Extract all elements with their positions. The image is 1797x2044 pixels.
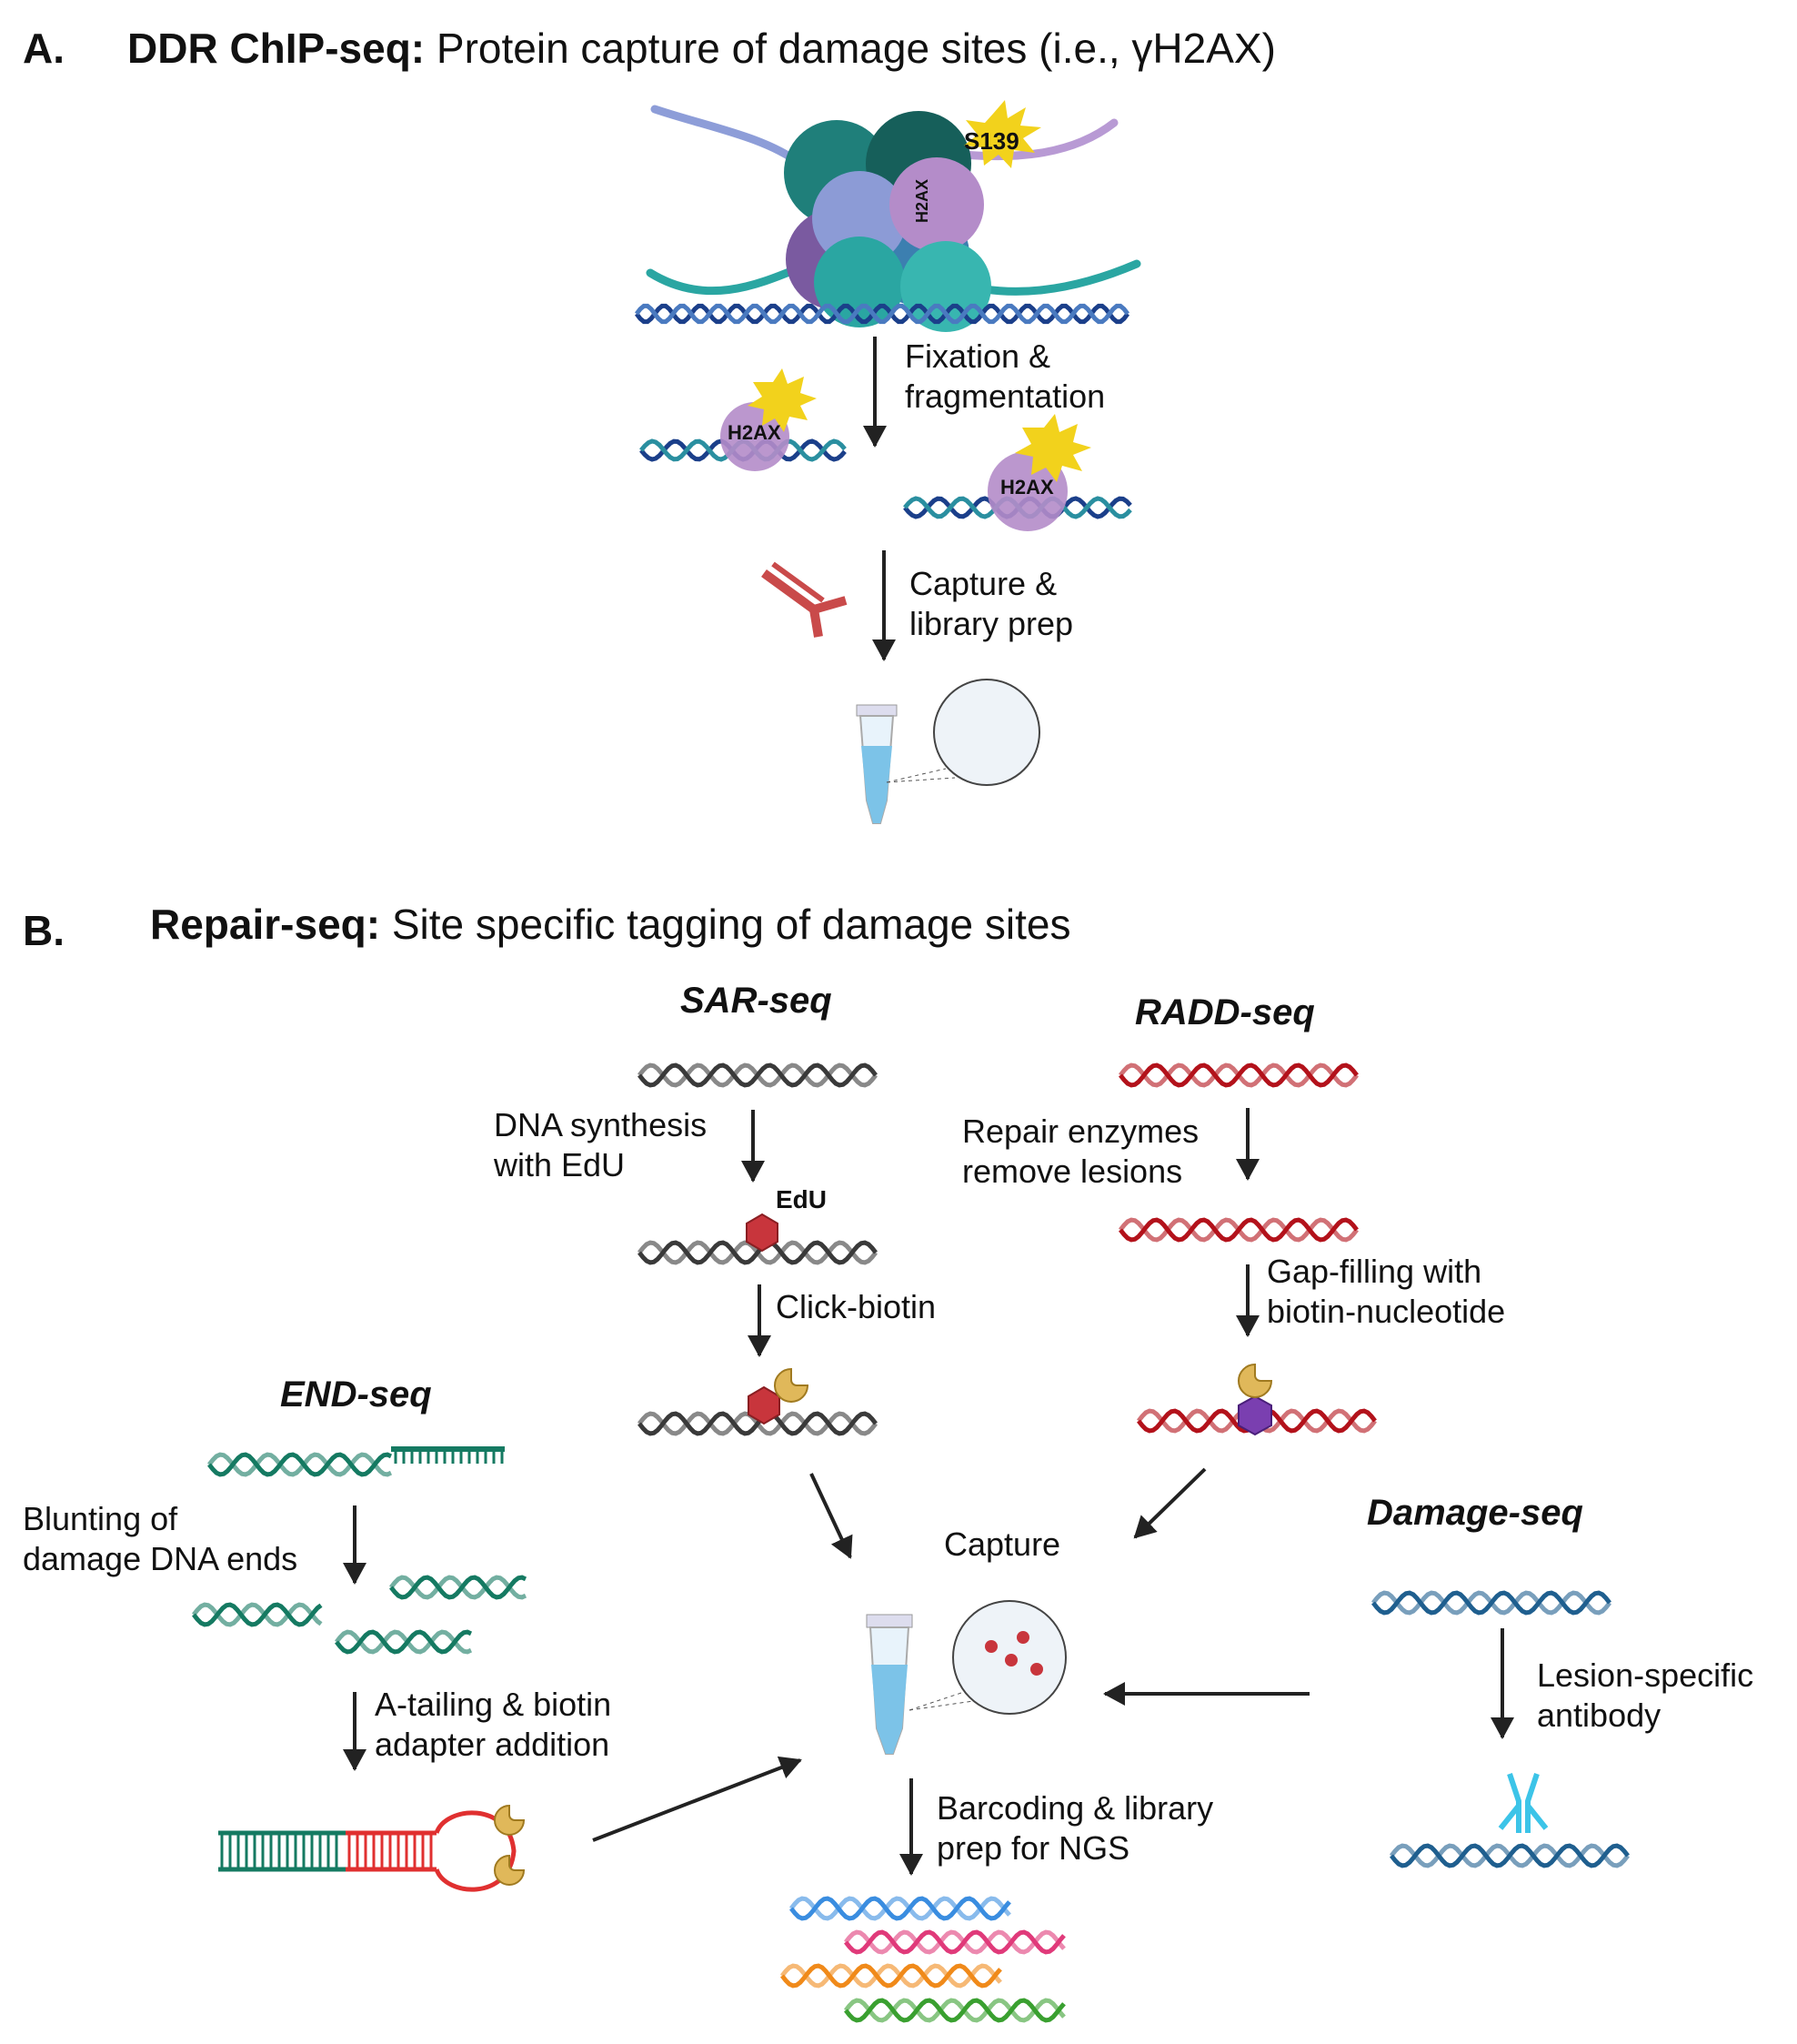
- tube-icon-a: [856, 679, 1040, 824]
- panel-a-title: DDR ChIP-seq: Protein capture of damage …: [127, 27, 1276, 69]
- radd-step2: Gap-filling with biotin-nucleotide: [1267, 1252, 1505, 1332]
- ngs-reads: [780, 1896, 1066, 2023]
- end-step2: A-tailing & biotin adapter addition: [375, 1685, 611, 1765]
- sar-dna-2: [637, 1240, 878, 1265]
- phospho-burst-icon: [964, 100, 1041, 168]
- radd-dna-2: [1119, 1217, 1359, 1243]
- damage-seq-heading: Damage-seq: [1367, 1493, 1583, 1533]
- histone-label-top: H2AX: [913, 178, 932, 224]
- arrow-sar-to-capture: [809, 1473, 853, 1559]
- radd-step1-line2: remove lesions: [962, 1153, 1183, 1190]
- end-step2-line2: adapter addition: [375, 1726, 610, 1763]
- end-step1-line1: Blunting of: [23, 1500, 178, 1537]
- damage-step1-line1: Lesion-specific: [1537, 1656, 1754, 1694]
- step-a2-line2: library prep: [909, 605, 1074, 642]
- sar-step2: Click-biotin: [776, 1288, 937, 1325]
- edu-hexagon-icon: [746, 1213, 778, 1253]
- end-step2-line1: A-tailing & biotin: [375, 1686, 612, 1723]
- fragment-2: [903, 414, 1132, 531]
- damage-dna-1: [1371, 1590, 1611, 1616]
- radd-step2-line1: Gap-filling with: [1267, 1253, 1482, 1290]
- tube-icon-b: [866, 1600, 1067, 1755]
- final-step: Barcoding & library prep for NGS: [937, 1788, 1213, 1868]
- sar-dna-3: [637, 1411, 878, 1436]
- panel-b-title-rest: Site specific tagging of damage sites: [380, 901, 1071, 948]
- radd-step1-line1: Repair enzymes: [962, 1113, 1200, 1150]
- panel-a-letter: A.: [23, 25, 65, 72]
- damage-step1: Lesion-specific antibody: [1537, 1656, 1753, 1736]
- panel-b-title: Repair-seq: Site specific tagging of dam…: [150, 903, 1071, 945]
- phospho-label: S139: [964, 127, 1019, 155]
- panel-a-title-bold: DDR ChIP-seq:: [127, 25, 426, 72]
- capture-label: Capture: [944, 1525, 1061, 1563]
- end-step1-line2: damage DNA ends: [23, 1540, 298, 1577]
- step-a1-line2: fragmentation: [905, 378, 1106, 415]
- end-step1: Blunting of damage DNA ends: [23, 1499, 297, 1579]
- step-a1: Fixation & fragmentation: [905, 337, 1105, 417]
- final-step-line2: prep for NGS: [937, 1829, 1130, 1867]
- sar-step1-line1: DNA synthesis: [494, 1106, 708, 1143]
- end-dna-2: [192, 1575, 527, 1655]
- nucleosome-illustration: [646, 105, 1141, 332]
- fragment-1: [639, 368, 847, 471]
- histone-label-frag2: H2AX: [1000, 476, 1054, 498]
- lesion-antibody-icon: [1498, 1773, 1549, 1833]
- sar-step1: DNA synthesis with EdU: [494, 1105, 707, 1185]
- chip-dna-helix: [635, 303, 1129, 325]
- sar-dna-1: [637, 1062, 878, 1088]
- arrow-radd-to-capture: [1133, 1467, 1207, 1539]
- hairpin-adapter: [218, 1804, 526, 1892]
- panel-a-title-rest: Protein capture of damage sites (i.e., γ…: [425, 25, 1276, 72]
- damage-dna-2: [1390, 1843, 1630, 1868]
- radd-step1: Repair enzymes remove lesions: [962, 1112, 1199, 1192]
- end-dna-1: [207, 1446, 505, 1477]
- arrow-end-to-tube: [592, 1756, 802, 1842]
- step-a1-line1: Fixation &: [905, 337, 1051, 375]
- radd-dna-1: [1119, 1062, 1359, 1088]
- step-a2-line1: Capture &: [909, 565, 1058, 602]
- radd-step2-line2: biotin-nucleotide: [1267, 1293, 1506, 1330]
- panel-b-letter: B.: [23, 907, 65, 954]
- edu-label: EdU: [776, 1185, 827, 1213]
- step-a2: Capture & library prep: [909, 564, 1073, 644]
- panel-b-title-bold: Repair-seq:: [150, 901, 381, 948]
- end-seq-heading: END-seq: [280, 1374, 432, 1415]
- sar-seq-heading: SAR-seq: [680, 981, 832, 1021]
- final-step-line1: Barcoding & library: [937, 1789, 1214, 1827]
- histone-label-frag1: H2AX: [728, 421, 781, 444]
- antibody-icon: [761, 561, 848, 638]
- radd-seq-heading: RADD-seq: [1135, 992, 1315, 1032]
- damage-step1-line2: antibody: [1537, 1697, 1661, 1734]
- sar-biotin-icon: [748, 1367, 809, 1425]
- biotin-nucleotide-icon: [1238, 1363, 1273, 1436]
- sar-step1-line2: with EdU: [494, 1146, 626, 1183]
